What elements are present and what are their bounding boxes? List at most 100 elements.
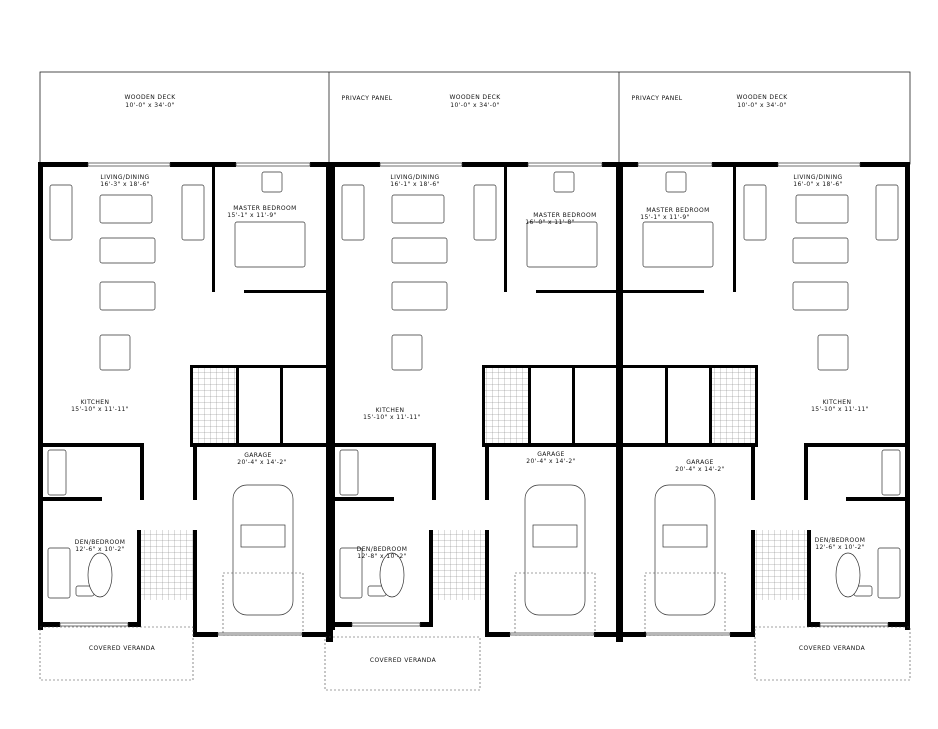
- wall: [334, 443, 432, 447]
- wall: [709, 365, 712, 443]
- tile-floor: [193, 368, 236, 443]
- car-windshield: [240, 524, 286, 548]
- wall: [212, 167, 215, 292]
- wall: [236, 365, 239, 443]
- sofa: [99, 237, 156, 264]
- garage-dims: 20'-4" x 14'-2": [675, 466, 724, 473]
- wall: [751, 447, 755, 500]
- veranda-label: COVERED VERANDA: [799, 645, 866, 652]
- dining-table: [792, 281, 849, 311]
- wall: [38, 162, 43, 630]
- garage-dims: 20'-4" x 14'-2": [237, 459, 286, 466]
- window: [819, 622, 889, 627]
- tile-floors: [140, 368, 808, 600]
- master-dims: 15'-1" x 11'-9": [227, 212, 276, 219]
- master-label: MASTER BEDROOM: [646, 207, 710, 214]
- wall: [804, 443, 808, 500]
- wall: [618, 162, 638, 167]
- master-label: MASTER BEDROOM: [533, 212, 597, 219]
- wall: [485, 447, 489, 500]
- deck-dims: 10'-0" x 34'-0": [450, 102, 499, 109]
- wall: [755, 365, 758, 443]
- garage-label: GARAGE: [537, 451, 565, 458]
- wall: [482, 365, 485, 443]
- sofa: [877, 547, 901, 599]
- deck-label: WOODEN DECK: [736, 94, 788, 101]
- wall: [504, 167, 507, 292]
- window: [235, 162, 311, 167]
- wall: [137, 530, 141, 625]
- living-label: LIVING/DINING: [390, 174, 439, 181]
- deck-label: WOODEN DECK: [449, 94, 501, 101]
- wall: [140, 443, 144, 500]
- sofa: [181, 184, 205, 241]
- ottoman: [835, 552, 861, 598]
- bathtub: [339, 449, 359, 496]
- wall: [482, 365, 618, 368]
- wall: [807, 530, 811, 625]
- veranda-label: COVERED VERANDA: [370, 657, 437, 664]
- wall: [860, 162, 910, 167]
- coffee-table: [795, 194, 849, 224]
- window: [379, 162, 463, 167]
- dining-table: [391, 281, 448, 311]
- den-dims: 12'-6" x 10'-2": [75, 546, 124, 553]
- sofa: [391, 237, 448, 264]
- living-dims: 16'-1" x 18'-6": [390, 181, 439, 188]
- tile-floor: [485, 368, 528, 443]
- living-dims: 16'-0" x 18'-6": [793, 181, 842, 188]
- tile-floor: [712, 368, 755, 443]
- wooden-deck: [39, 71, 911, 165]
- window: [645, 632, 731, 636]
- den-dims: 12'-6" x 10'-2": [815, 544, 864, 551]
- car: [524, 484, 586, 616]
- wall: [807, 622, 820, 627]
- wall: [462, 162, 528, 167]
- sofa: [792, 237, 849, 264]
- sofa: [341, 184, 365, 241]
- tile-floor: [432, 530, 485, 600]
- kitchen-dims: 15'-10" x 11'-11": [363, 414, 421, 421]
- deck-label: WOODEN DECK: [124, 94, 176, 101]
- wall: [193, 447, 197, 500]
- window: [217, 632, 303, 636]
- unit-2: PRIVACY PANEL WOODEN DECK 10'-0" x 34'-0…: [341, 94, 596, 664]
- wall: [420, 622, 433, 627]
- walls: [38, 162, 911, 691]
- wall: [602, 162, 622, 167]
- wall: [751, 530, 755, 636]
- sofa: [875, 184, 899, 241]
- wall: [302, 632, 330, 637]
- den-dims: 12'-8" x 10'-2": [357, 553, 406, 560]
- wall: [665, 365, 668, 443]
- bathtub: [47, 449, 67, 496]
- sofa: [473, 184, 497, 241]
- wall: [622, 443, 758, 447]
- living-dims: 16'-3" x 18'-6": [100, 181, 149, 188]
- nightstand: [553, 171, 575, 193]
- tile-floor: [140, 530, 193, 600]
- window: [509, 632, 595, 636]
- wall: [330, 162, 380, 167]
- wall: [730, 632, 755, 637]
- wall: [482, 443, 618, 447]
- living-label: LIVING/DINING: [100, 174, 149, 181]
- sofa: [47, 547, 71, 599]
- exterior-wall: [905, 162, 910, 630]
- window: [59, 622, 129, 627]
- bathtub: [881, 449, 901, 496]
- wall: [310, 162, 330, 167]
- ottoman: [87, 552, 113, 598]
- window: [527, 162, 603, 167]
- car-windshield: [662, 524, 708, 548]
- kitchen-island: [99, 334, 131, 371]
- wall: [485, 530, 489, 636]
- wall: [528, 365, 531, 443]
- kitchen-label: KITCHEN: [376, 407, 405, 414]
- window: [777, 162, 861, 167]
- unit-3: PRIVACY PANEL WOODEN DECK 10'-0" x 34'-0…: [631, 94, 868, 652]
- sofa: [49, 184, 73, 241]
- bed: [642, 221, 714, 268]
- wall: [846, 497, 906, 501]
